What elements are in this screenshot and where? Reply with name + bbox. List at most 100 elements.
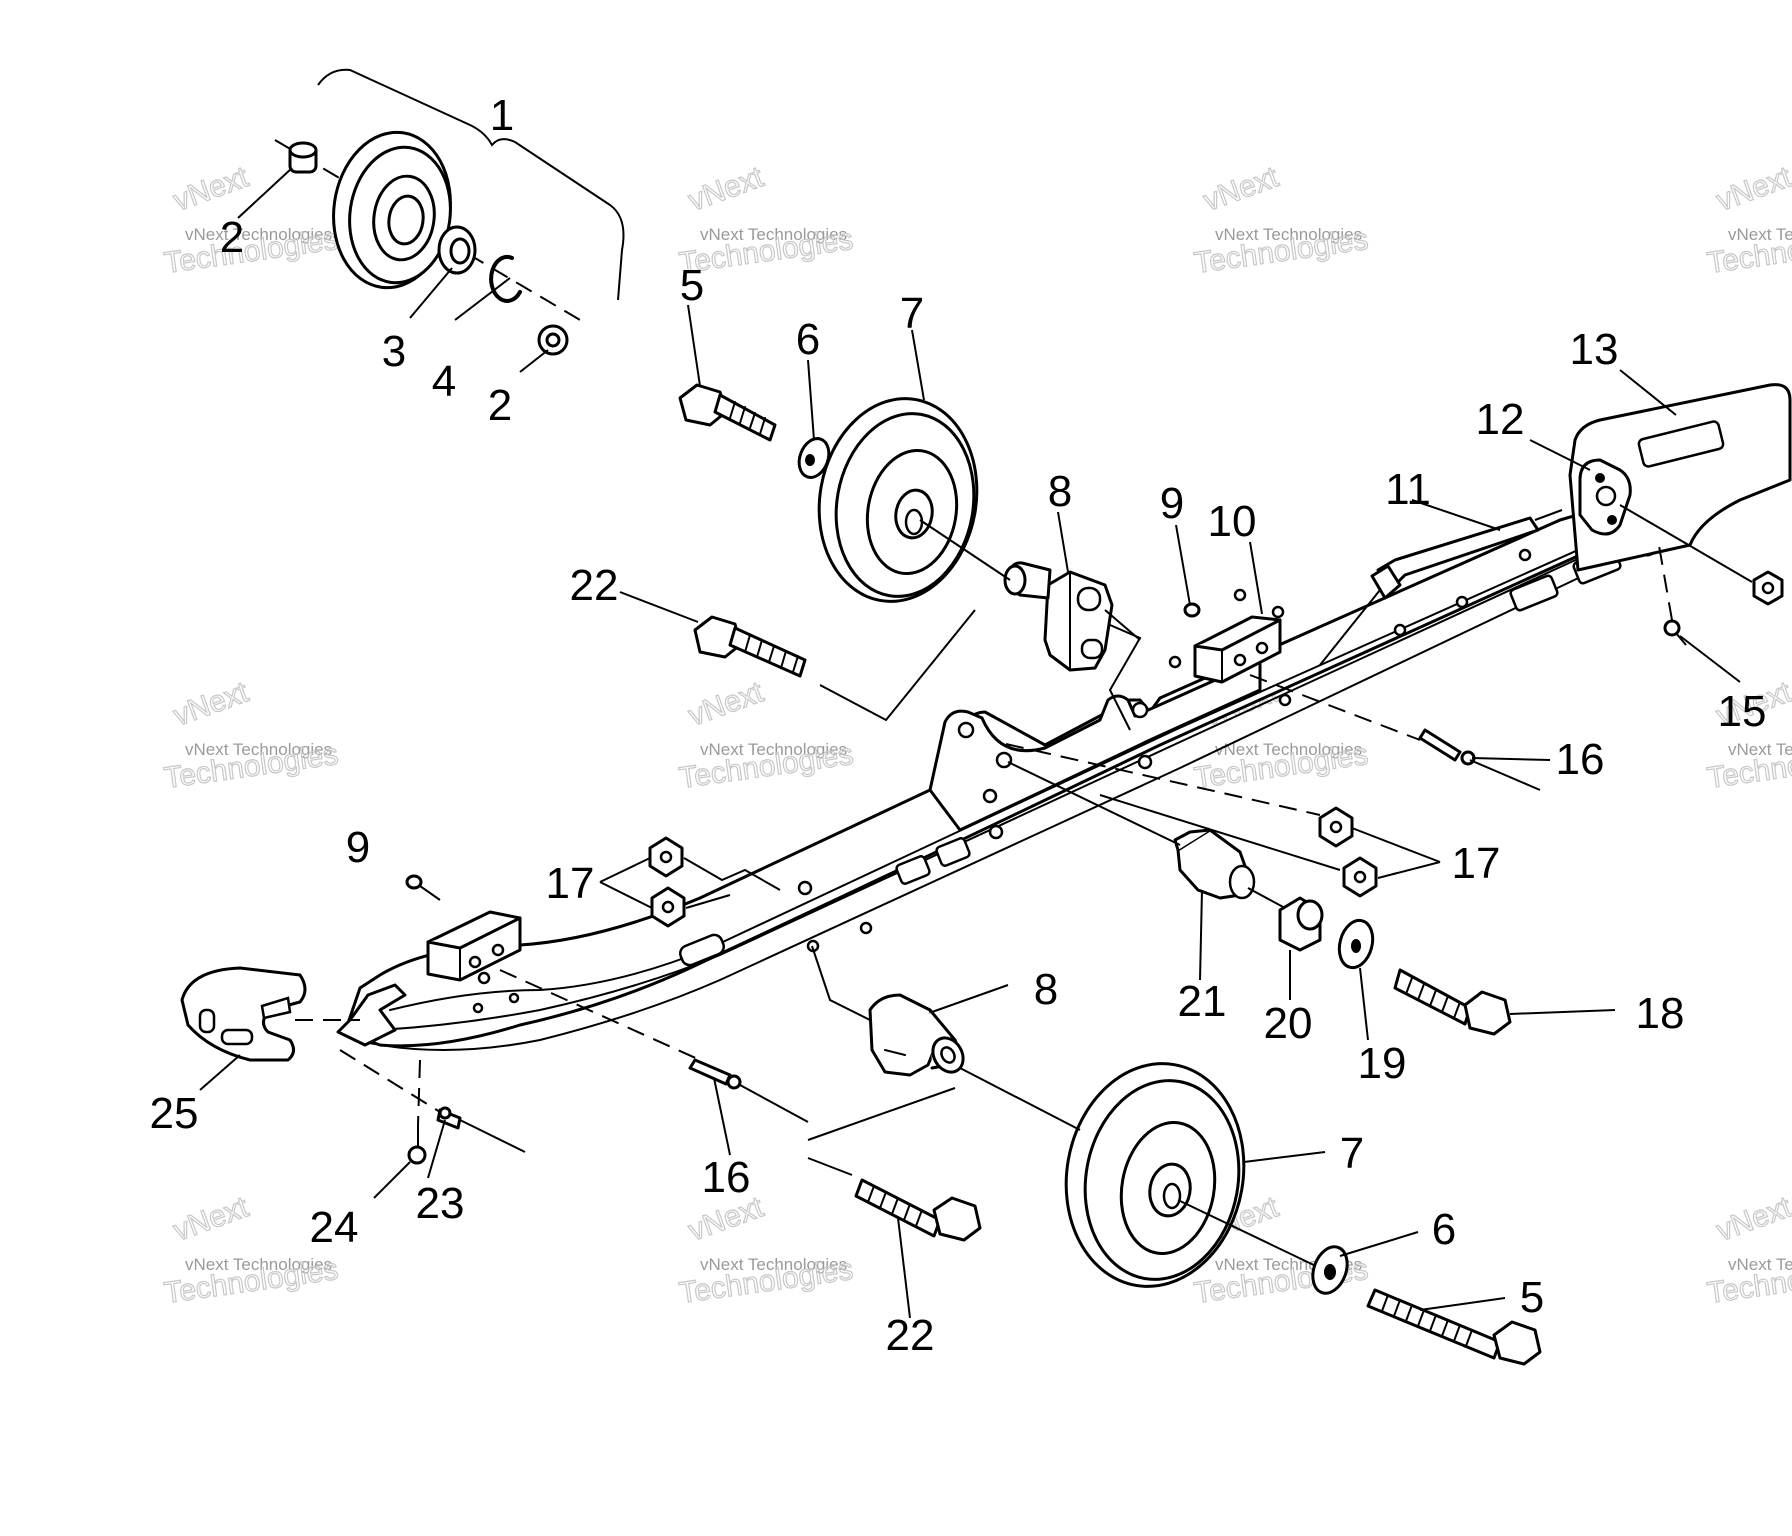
svg-text:vNext: vNext — [169, 675, 253, 732]
leader-4 — [454, 277, 511, 321]
svg-text:vNext: vNext — [169, 160, 253, 217]
rail-edge-line — [389, 499, 1691, 1011]
callout-17: 17 — [1452, 839, 1501, 888]
rail-hole — [1168, 655, 1182, 669]
rail-hole — [1278, 693, 1292, 707]
callout-22: 22 — [570, 561, 619, 610]
rail-hole — [1518, 548, 1532, 562]
bearing-part-3 — [437, 225, 477, 275]
leader-17d — [599, 881, 653, 909]
callout-20: 20 — [1264, 999, 1313, 1048]
callout-17: 17 — [546, 859, 595, 908]
bolt-part-18 — [1393, 968, 1512, 1036]
watermark: vNext vNext Technologies Technologies — [162, 160, 341, 281]
washer-part-9-top — [1183, 602, 1201, 618]
rail-hole — [1393, 623, 1407, 637]
mount-bracket-part-8-bottom — [811, 945, 965, 1077]
leader-17c — [599, 857, 651, 883]
rail-hole — [1455, 595, 1469, 609]
leader-6a — [807, 359, 815, 441]
rail-slot — [935, 837, 971, 867]
callout-9: 9 — [346, 823, 370, 872]
washer-part-6-bottom — [1311, 1245, 1349, 1295]
callout-10: 10 — [1208, 497, 1257, 546]
svg-text:vNext: vNext — [1199, 160, 1283, 217]
leader-8a — [1057, 511, 1069, 573]
washer-part-6-top — [797, 437, 831, 479]
leader-22a — [619, 591, 699, 623]
idler-wheel-part-7-bottom — [959, 1062, 1321, 1288]
leader-13 — [1619, 369, 1677, 416]
svg-text:vNext Technologies: vNext Technologies — [1728, 740, 1792, 759]
callout-18: 18 — [1636, 989, 1685, 1038]
nut-part-17-left-upper — [648, 836, 684, 878]
washer-part-9-left — [405, 874, 423, 890]
svg-text:vNext Technologies: vNext Technologies — [185, 740, 332, 759]
callout-11: 11 — [1385, 465, 1431, 514]
rail-hole — [1137, 754, 1153, 770]
assembly-line — [683, 857, 781, 891]
block-part-10 — [1193, 615, 1282, 684]
rear-plate-part-13 — [1568, 383, 1792, 572]
pin-part-16-top — [1249, 674, 1541, 791]
rail-hole — [477, 971, 491, 985]
rail-front-extension — [336, 983, 407, 1047]
svg-text:vNext Technologies: vNext Technologies — [185, 225, 332, 244]
leader-24 — [373, 1161, 411, 1199]
svg-text:vNext Technologies: vNext Technologies — [1728, 225, 1792, 244]
rail-hole — [1131, 701, 1149, 719]
nut-part-17-right-lower — [1099, 794, 1378, 898]
callout-22: 22 — [886, 1311, 935, 1360]
callout-7: 7 — [1340, 1129, 1364, 1178]
leader-6b — [1339, 1231, 1419, 1257]
rail-hole — [1271, 605, 1285, 619]
leader-17b — [1377, 861, 1441, 879]
bolt-part-5-top — [678, 383, 777, 442]
svg-text:vNext Technologies: vNext Technologies — [700, 740, 847, 759]
callout-23: 23 — [416, 1179, 465, 1228]
callout-2: 2 — [488, 381, 512, 430]
svg-text:vNext Technologies: vNext Technologies — [1728, 1255, 1792, 1274]
leader-17a — [1351, 827, 1441, 863]
svg-text:vNext Technologies: vNext Technologies — [700, 225, 847, 244]
leader-16b — [713, 1077, 731, 1156]
svg-text:vNext Technologies: vNext Technologies — [700, 1255, 847, 1274]
svg-text:vNext Technologies: vNext Technologies — [185, 1255, 332, 1274]
callout-6: 6 — [796, 315, 820, 364]
callout-labels: 1 2 3 4 2 5 6 7 8 9 10 11 12 13 22 15 16… — [150, 91, 1767, 1360]
svg-text:vNext Technologies: vNext Technologies — [1215, 740, 1362, 759]
bolt-part-5-bottom — [1366, 1288, 1542, 1366]
rail-slot — [1509, 574, 1559, 612]
callout-19: 19 — [1358, 1039, 1407, 1088]
rail-hole — [508, 992, 520, 1004]
nut-rear — [1619, 504, 1784, 606]
pin-part-16-bottom — [499, 969, 809, 1123]
svg-text:vNext: vNext — [684, 160, 768, 217]
bracket-part-21 — [1007, 761, 1256, 900]
leader-9a — [1175, 524, 1191, 606]
rail-hole — [988, 824, 1004, 840]
callout-8: 8 — [1034, 965, 1058, 1014]
bolt-part-22-top — [693, 615, 807, 678]
leader-23 — [427, 1119, 446, 1179]
callout-3: 3 — [382, 327, 406, 376]
leader-22b — [897, 1217, 911, 1319]
leader-12 — [1529, 439, 1591, 471]
callout-15: 15 — [1718, 687, 1767, 736]
leader-3 — [409, 267, 453, 319]
callout-5: 5 — [680, 261, 704, 310]
callout-9: 9 — [1160, 479, 1184, 528]
rivet-part-23 — [339, 1049, 526, 1153]
bracket-part-12 — [1578, 458, 1632, 536]
callout-25: 25 — [150, 1089, 199, 1138]
callout-16: 16 — [1556, 735, 1605, 784]
svg-text:vNext: vNext — [169, 1190, 253, 1247]
callout-5: 5 — [1520, 1273, 1544, 1322]
callout-12: 12 — [1476, 395, 1525, 444]
screw-part-24 — [407, 1059, 427, 1165]
svg-text:vNext: vNext — [1712, 1190, 1792, 1247]
rail-slot — [679, 933, 725, 967]
assembly-bracket — [317, 68, 625, 301]
callout-1: 1 — [490, 91, 514, 140]
